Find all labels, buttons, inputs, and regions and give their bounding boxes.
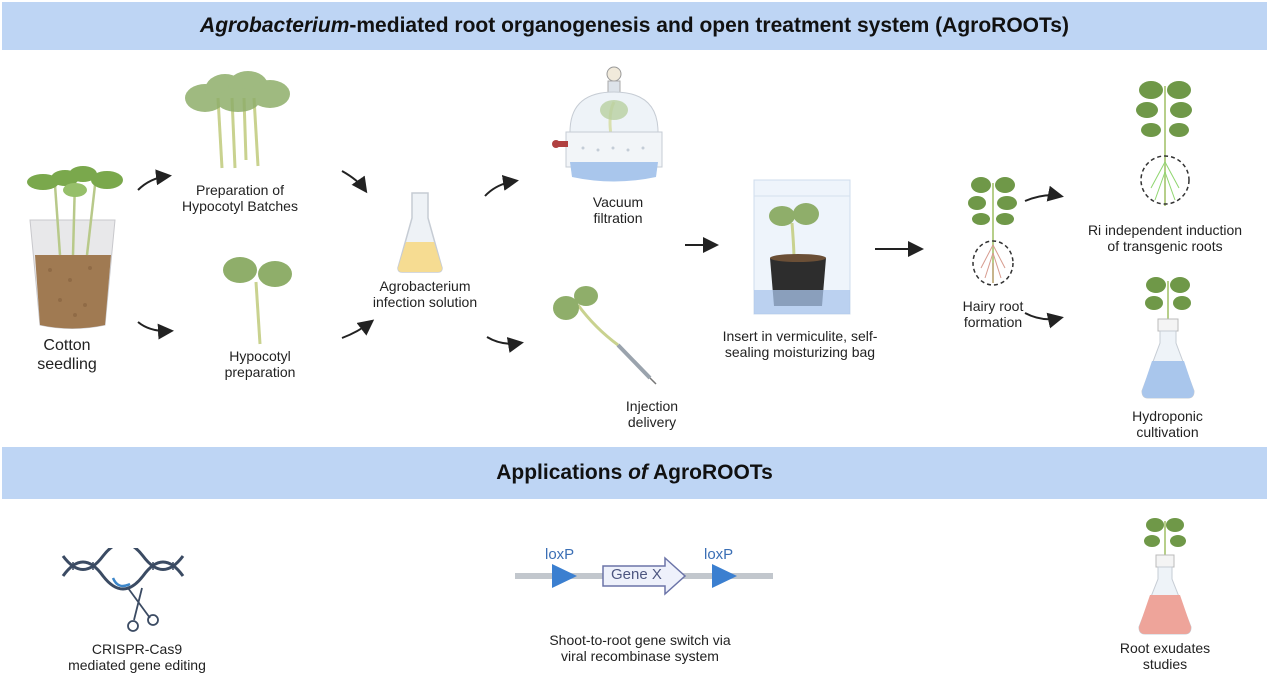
cotton-seedling-label: Cotton seedling — [37, 337, 97, 373]
hypocotyl-preparation-label: Hypocotyl preparation — [224, 348, 296, 380]
agrobacterium-flask-icon — [397, 192, 443, 273]
arrow-flask-to-vacuum — [484, 174, 519, 197]
hypocotyl-batches-label: Preparation of Hypocotyl Batches — [182, 182, 298, 214]
workflow-title: Agrobacterium-mediated root organogenesi… — [200, 14, 1069, 37]
applications-title: Applications of AgroROOTs — [496, 461, 773, 484]
loxp-right-triangle — [712, 564, 737, 588]
loxp-left-triangle — [552, 564, 577, 588]
hairy-root-plant-icon — [968, 177, 1017, 286]
hydroponic-flask-icon — [1141, 277, 1195, 399]
crispr-label: CRISPR-Cas9 mediated gene editing — [68, 641, 206, 673]
root-exudates-label: Root exudates studies — [1119, 640, 1211, 672]
cotton-seedling-cup-icon — [27, 166, 123, 329]
root-exudates-flask-icon — [1138, 518, 1192, 635]
arrow-batches-to-flask — [341, 170, 368, 194]
construct-backbone — [515, 556, 773, 596]
gene-switch-label: Shoot-to-root gene switch via viral reco… — [549, 632, 731, 664]
arrow-to-ri-independent — [1024, 185, 1064, 202]
loxp-right-label: loxP — [704, 546, 734, 563]
injection-syringe-icon — [553, 286, 657, 385]
transgenic-root-plant-icon — [1136, 81, 1192, 206]
applications-title-band: Applications of AgroROOTs — [2, 447, 1267, 499]
ri-independent-label: Ri independent induction of transgenic r… — [1087, 222, 1243, 254]
loxp-left-label: loxP — [545, 546, 575, 563]
arrow-flask-to-injection — [486, 336, 524, 353]
hypocotyl-seedling-icon — [223, 257, 292, 345]
gene-x-arrow — [602, 556, 687, 596]
infection-solution-label: Agrobacterium infection solution — [372, 278, 478, 310]
arrow-seedling-to-batches — [137, 169, 172, 191]
flow-arrows — [137, 169, 1064, 353]
vacuum-filtration-label: Vacuum filtration — [592, 194, 644, 226]
dna-scissors-icon — [61, 548, 185, 632]
vermiculite-bag-label: Insert in vermiculite, self- sealing moi… — [722, 328, 878, 360]
gene-construct: loxP Gene X loxP — [515, 546, 775, 606]
arrow-hypocotyl-to-flask — [341, 319, 375, 339]
injection-delivery-label: Injection delivery — [625, 398, 679, 430]
arrow-to-hydroponic — [1024, 312, 1064, 329]
workflow-title-band: Agrobacterium-mediated root organogenesi… — [2, 2, 1267, 50]
hypocotyl-batches-icon — [185, 71, 290, 169]
hairy-root-label: Hairy root formation — [962, 298, 1024, 330]
vacuum-desiccator-icon — [552, 66, 663, 182]
gene-x-label: Gene X — [611, 566, 662, 583]
arrow-seedling-to-hypocotyl — [137, 321, 174, 340]
hydroponic-label: Hydroponic cultivation — [1132, 408, 1203, 440]
moisturizing-bag-icon — [753, 179, 851, 315]
